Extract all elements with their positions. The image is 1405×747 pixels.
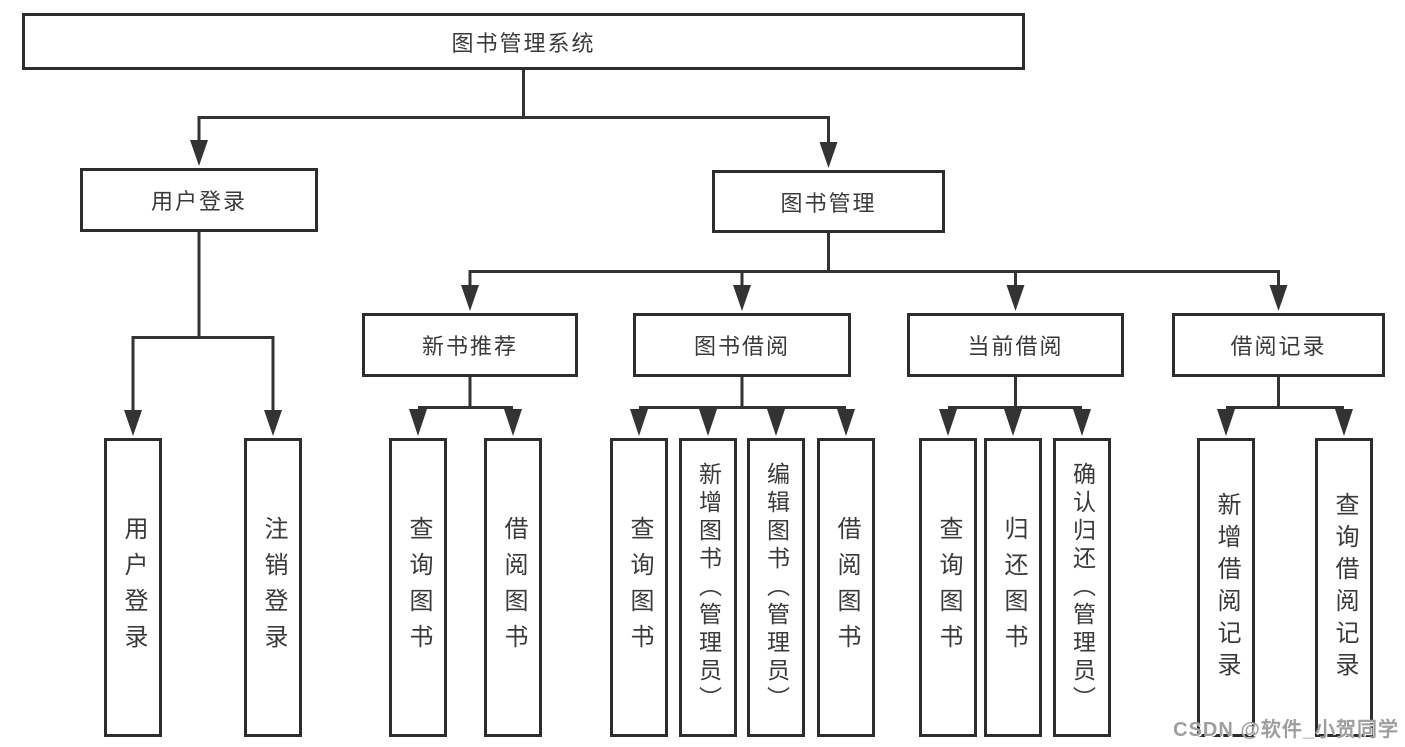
leaf-borrow-query-book: 查询图书 [610,438,668,737]
edge-root-to-level2 [190,70,838,168]
leaf-borrow-add-book-admin: 新增图书（管理员） [679,438,737,737]
node-root-system: 图书管理系统 [22,13,1025,70]
edge-user-login-children [124,232,282,436]
csdn-watermark: CSDN @软件_小贺同学 [1173,719,1399,741]
edge-current-borrow-children [939,377,1091,436]
leaf-current-confirm-return-admin: 确认归还（管理员） [1053,438,1111,737]
leaf-borrow-borrow-book: 借阅图书 [817,438,875,737]
node-new-book-recommend: 新书推荐 [362,313,578,377]
edge-borrow-records-children [1217,377,1353,436]
leaf-current-return-book: 归还图书 [984,438,1042,737]
edge-book-management-sections [461,233,1288,311]
leaf-user-login: 用户登录 [104,438,162,737]
leaf-logout: 注销登录 [244,438,302,737]
node-book-borrow: 图书借阅 [633,313,851,377]
node-current-borrow: 当前借阅 [907,313,1124,377]
leaf-recommend-borrow-book: 借阅图书 [484,438,542,737]
edge-new-book-recommend-children [409,377,522,436]
edge-book-borrow-children [630,377,855,436]
node-book-management: 图书管理 [712,170,945,233]
leaf-recommend-query-book: 查询图书 [389,438,447,737]
leaf-records-query-record: 查询借阅记录 [1315,438,1373,737]
node-user-login: 用户登录 [80,168,318,232]
leaf-borrow-edit-book-admin: 编辑图书（管理员） [747,438,805,737]
node-borrow-records: 借阅记录 [1172,313,1385,377]
leaf-current-query-book: 查询图书 [919,438,977,737]
leaf-records-add-record: 新增借阅记录 [1197,438,1255,737]
